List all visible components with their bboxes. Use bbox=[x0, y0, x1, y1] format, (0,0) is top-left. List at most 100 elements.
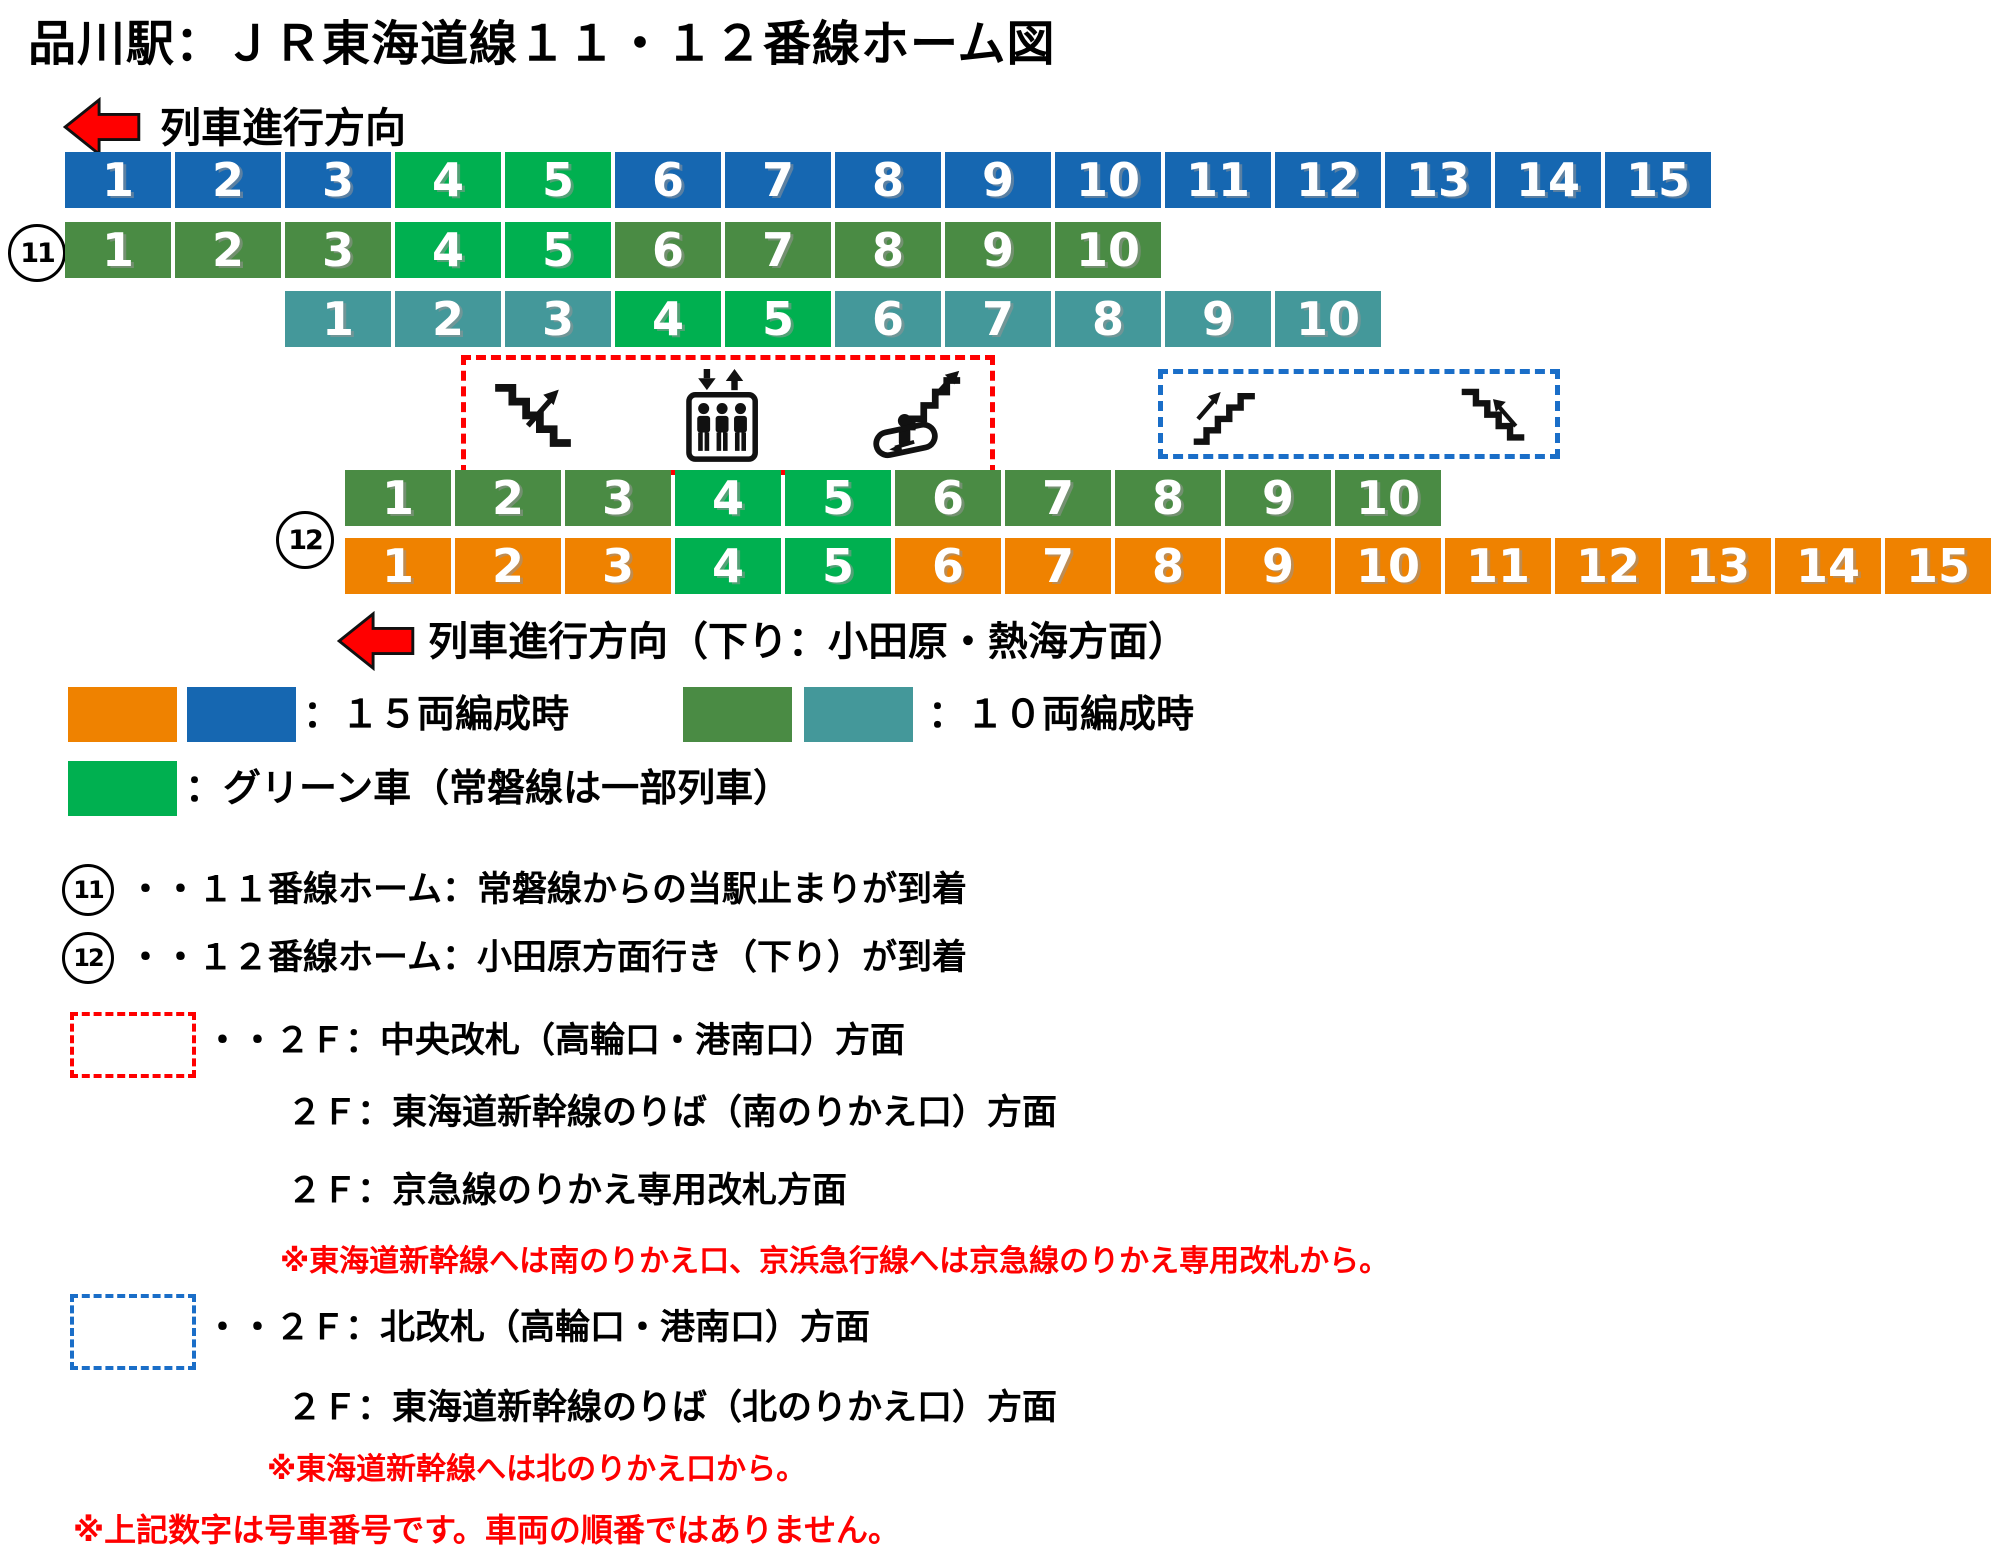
car-cell: 13 bbox=[1385, 152, 1491, 208]
car-cell: 9 bbox=[945, 152, 1051, 208]
green-car-cell: 4 bbox=[675, 470, 781, 526]
car-cell: 13 bbox=[1665, 538, 1771, 594]
car-cell: 7 bbox=[1005, 470, 1111, 526]
red-zone-line2: ２Ｆ：東海道新幹線のりば（南のりかえ口）方面 bbox=[287, 1093, 1058, 1133]
stairs-icon bbox=[495, 384, 571, 447]
car-row-10car-track12: 1 2 3 4 5 6 7 8 9 10 bbox=[345, 470, 1441, 526]
car-cell: 6 bbox=[835, 291, 941, 347]
car-cell: 7 bbox=[725, 152, 831, 208]
car-row-15car-track12: 1 2 3 4 5 6 7 8 9 10 11 12 13 14 15 bbox=[345, 538, 1991, 594]
red-zone-note: ※東海道新幹線へは南のりかえ口、京浜急行線へは京急線のりかえ専用改札から。 bbox=[280, 1244, 1390, 1279]
green-car-cell: 5 bbox=[505, 152, 611, 208]
person-figure bbox=[734, 403, 747, 451]
green-car-cell: 5 bbox=[785, 538, 891, 594]
elevator-icon bbox=[686, 369, 758, 462]
car-cell: 3 bbox=[565, 538, 671, 594]
car-cell: 9 bbox=[945, 222, 1051, 278]
stairs-down-icon bbox=[1461, 388, 1525, 441]
car-cell: 11 bbox=[1165, 152, 1271, 208]
car-cell: 1 bbox=[345, 470, 451, 526]
legend-swatch-blue bbox=[187, 687, 296, 742]
car-cell: 3 bbox=[285, 152, 391, 208]
legend-swatch-orange bbox=[68, 687, 177, 742]
car-cell: 10 bbox=[1275, 291, 1381, 347]
red-zone-key-box bbox=[70, 1012, 196, 1078]
red-zone-line3: ２Ｆ：京急線のりかえ専用改札方面 bbox=[287, 1171, 848, 1211]
car-cell: 2 bbox=[455, 470, 561, 526]
car-cell: 8 bbox=[1115, 470, 1221, 526]
car-cell: 7 bbox=[945, 291, 1051, 347]
car-cell: 1 bbox=[65, 222, 171, 278]
green-car-cell: 4 bbox=[395, 222, 501, 278]
blue-zone-note: ※東海道新幹線へは北のりかえ口から。 bbox=[267, 1452, 807, 1487]
page-title: 品川駅：ＪＲ東海道線１１・１２番線ホーム図 bbox=[28, 16, 1056, 72]
platform-12-note: 12 ・・１２番線ホーム：小田原方面行き（下り）が到着 bbox=[62, 932, 967, 984]
green-car-cell: 5 bbox=[725, 291, 831, 347]
blue-zone-key-box bbox=[70, 1294, 196, 1370]
platform-12-note-text: ・・１２番線ホーム：小田原方面行き（下り）が到着 bbox=[128, 938, 967, 978]
car-cell: 14 bbox=[1775, 538, 1881, 594]
footer-note: ※上記数字は号車番号です。車両の順番ではありません。 bbox=[73, 1511, 900, 1549]
car-cell: 12 bbox=[1275, 152, 1381, 208]
train-direction-arrow-top bbox=[63, 96, 141, 158]
car-cell: 12 bbox=[1555, 538, 1661, 594]
car-cell: 6 bbox=[615, 222, 721, 278]
green-car-cell: 4 bbox=[615, 291, 721, 347]
platform-12-badge-small: 12 bbox=[62, 932, 114, 984]
green-car-cell: 5 bbox=[785, 470, 891, 526]
platform-11-badge-small: 11 bbox=[62, 864, 114, 916]
car-cell: 7 bbox=[725, 222, 831, 278]
red-zone-line1: ・・２Ｆ：中央改札（高輪口・港南口）方面 bbox=[205, 1021, 906, 1061]
platform-11-badge: 11 bbox=[8, 224, 66, 282]
train-direction-label-bottom: 列車進行方向（下り：小田原・熱海方面） bbox=[428, 619, 1188, 665]
left-arrow-icon bbox=[63, 96, 141, 158]
car-cell: 2 bbox=[175, 222, 281, 278]
train-direction-arrow-bottom bbox=[337, 610, 415, 672]
car-cell: 10 bbox=[1335, 538, 1441, 594]
car-cell: 15 bbox=[1885, 538, 1991, 594]
central-gate-zone bbox=[461, 355, 995, 475]
car-cell: 8 bbox=[1115, 538, 1221, 594]
north-gate-zone bbox=[1158, 369, 1560, 459]
platform-11-note: 11 ・・１１番線ホーム：常磐線からの当駅止まりが到着 bbox=[62, 864, 967, 916]
stairs-up-icon bbox=[1193, 391, 1255, 445]
car-cell: 6 bbox=[615, 152, 721, 208]
car-cell: 9 bbox=[1225, 538, 1331, 594]
car-cell: 8 bbox=[1055, 291, 1161, 347]
person-figure bbox=[697, 403, 711, 451]
car-cell: 10 bbox=[1055, 152, 1161, 208]
car-cell: 3 bbox=[285, 222, 391, 278]
blue-zone-line2: ２Ｆ：東海道新幹線のりば（北のりかえ口）方面 bbox=[287, 1388, 1058, 1428]
car-cell: 1 bbox=[65, 152, 171, 208]
green-car-cell: 4 bbox=[395, 152, 501, 208]
car-cell: 9 bbox=[1225, 470, 1331, 526]
car-row-10car-track11: 1 2 3 4 5 6 7 8 9 10 bbox=[65, 222, 1161, 278]
legend-green-car-label: ：グリーン車（常磐線は一部列車） bbox=[185, 766, 792, 810]
car-cell: 6 bbox=[895, 538, 1001, 594]
car-cell: 10 bbox=[1055, 222, 1161, 278]
legend-15car-label: ：１５両編成時 bbox=[303, 692, 570, 736]
car-cell: 14 bbox=[1495, 152, 1601, 208]
car-cell: 7 bbox=[1005, 538, 1111, 594]
car-cell: 1 bbox=[285, 291, 391, 347]
car-cell: 2 bbox=[175, 152, 281, 208]
car-cell: 9 bbox=[1165, 291, 1271, 347]
car-cell: 10 bbox=[1335, 470, 1441, 526]
green-car-cell: 5 bbox=[505, 222, 611, 278]
blue-zone-line1: ・・２Ｆ：北改札（高輪口・港南口）方面 bbox=[205, 1308, 871, 1348]
green-car-cell: 4 bbox=[675, 538, 781, 594]
escalator-icon bbox=[873, 370, 961, 459]
car-cell: 11 bbox=[1445, 538, 1551, 594]
car-cell: 3 bbox=[505, 291, 611, 347]
platform-12-badge: 12 bbox=[276, 511, 334, 569]
car-cell: 8 bbox=[835, 152, 941, 208]
left-arrow-icon bbox=[337, 610, 415, 672]
car-row-10car-joban: 1 2 3 4 5 6 7 8 9 10 bbox=[285, 291, 1381, 347]
car-cell: 1 bbox=[345, 538, 451, 594]
legend-swatch-dark-green bbox=[683, 687, 792, 742]
car-cell: 2 bbox=[455, 538, 561, 594]
legend-10car-label: ：１０両編成時 bbox=[928, 692, 1195, 736]
car-cell: 8 bbox=[835, 222, 941, 278]
train-direction-label-top: 列車進行方向 bbox=[160, 104, 406, 152]
